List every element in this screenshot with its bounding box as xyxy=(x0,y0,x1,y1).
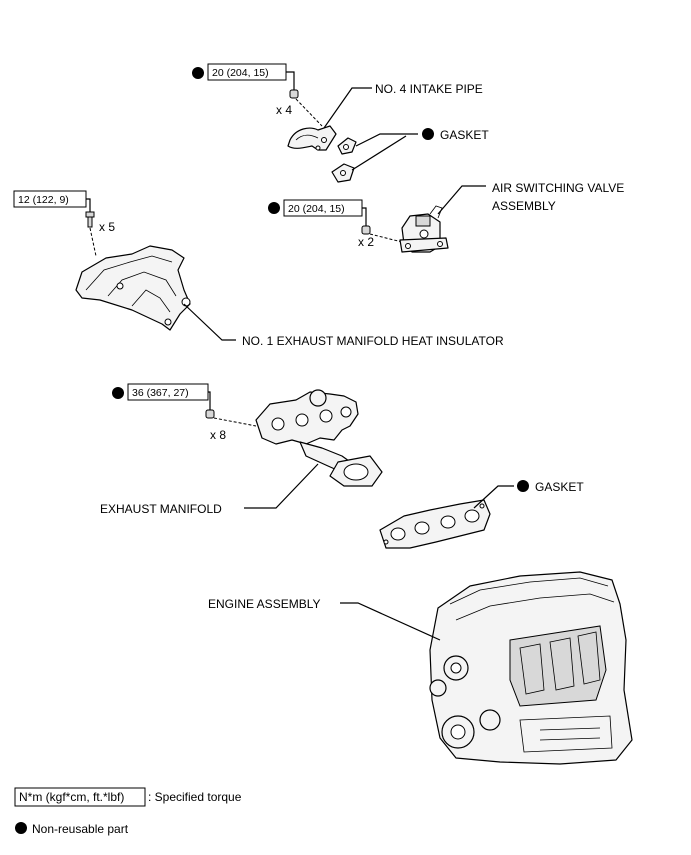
label-intake-pipe: NO. 4 INTAKE PIPE xyxy=(375,82,483,96)
leader-line xyxy=(286,71,295,90)
leader-line xyxy=(437,185,486,215)
leader-line xyxy=(355,133,418,147)
leader-line xyxy=(208,391,211,410)
label-exhaust-manifold: EXHAUST MANIFOLD xyxy=(100,502,222,516)
nut-icon xyxy=(289,89,299,99)
nonreusable-marker-icon xyxy=(422,128,434,140)
manifold-gasket-icon xyxy=(379,499,491,549)
bolt-icon xyxy=(85,211,95,228)
legend-unit-box xyxy=(14,787,146,807)
assembly-line xyxy=(369,233,403,243)
qty-intake-pipe: x 4 xyxy=(276,103,292,117)
torque-heat-insulator: 12 (122, 9) xyxy=(18,194,69,206)
label-gasket-top: GASKET xyxy=(440,128,489,142)
leader-line xyxy=(323,87,372,129)
leader-line xyxy=(86,198,91,212)
qty-heat-insulator: x 5 xyxy=(99,220,115,234)
qty-manifold: x 8 xyxy=(210,428,226,442)
label-gasket-mid: GASKET xyxy=(535,480,584,494)
leader-line xyxy=(244,463,319,509)
heat-insulator-icon xyxy=(75,245,191,331)
gasket-top-icon xyxy=(331,137,357,183)
assembly-line xyxy=(213,417,257,427)
nonreusable-marker-icon xyxy=(268,202,280,214)
legend-unit-desc: : Specified torque xyxy=(148,790,242,804)
assembly-line xyxy=(89,227,97,257)
leader-line xyxy=(362,207,367,226)
air-switching-valve-icon xyxy=(399,205,449,253)
nut-icon xyxy=(361,225,371,235)
intake-pipe-icon xyxy=(287,125,337,151)
torque-intake-pipe: 20 (204, 15) xyxy=(212,67,269,79)
label-engine-assembly: ENGINE ASSEMBLY xyxy=(208,597,320,611)
torque-air-valve: 20 (204, 15) xyxy=(288,203,345,215)
label-air-valve-1: AIR SWITCHING VALVE xyxy=(492,181,624,195)
legend-unit-text: N*m (kgf*cm, ft.*lbf) xyxy=(19,790,124,804)
leader-line xyxy=(351,135,407,171)
nonreusable-marker-icon xyxy=(15,822,27,834)
nonreusable-marker-icon xyxy=(112,387,124,399)
qty-air-valve: x 2 xyxy=(358,235,374,249)
label-air-valve-2: ASSEMBLY xyxy=(492,199,556,213)
nut-icon xyxy=(205,409,215,419)
assembly-line xyxy=(295,98,323,127)
leader-line xyxy=(340,602,441,641)
nonreusable-marker-icon xyxy=(192,67,204,79)
leader-line xyxy=(473,485,514,509)
engine-assembly-icon xyxy=(429,571,633,765)
leader-line xyxy=(183,303,236,341)
label-heat-insulator: NO. 1 EXHAUST MANIFOLD HEAT INSULATOR xyxy=(242,334,504,348)
nonreusable-marker-icon xyxy=(517,480,529,492)
torque-manifold: 36 (367, 27) xyxy=(132,387,189,399)
exhaust-manifold-icon xyxy=(255,389,383,487)
legend-nonreusable: Non-reusable part xyxy=(32,822,129,836)
